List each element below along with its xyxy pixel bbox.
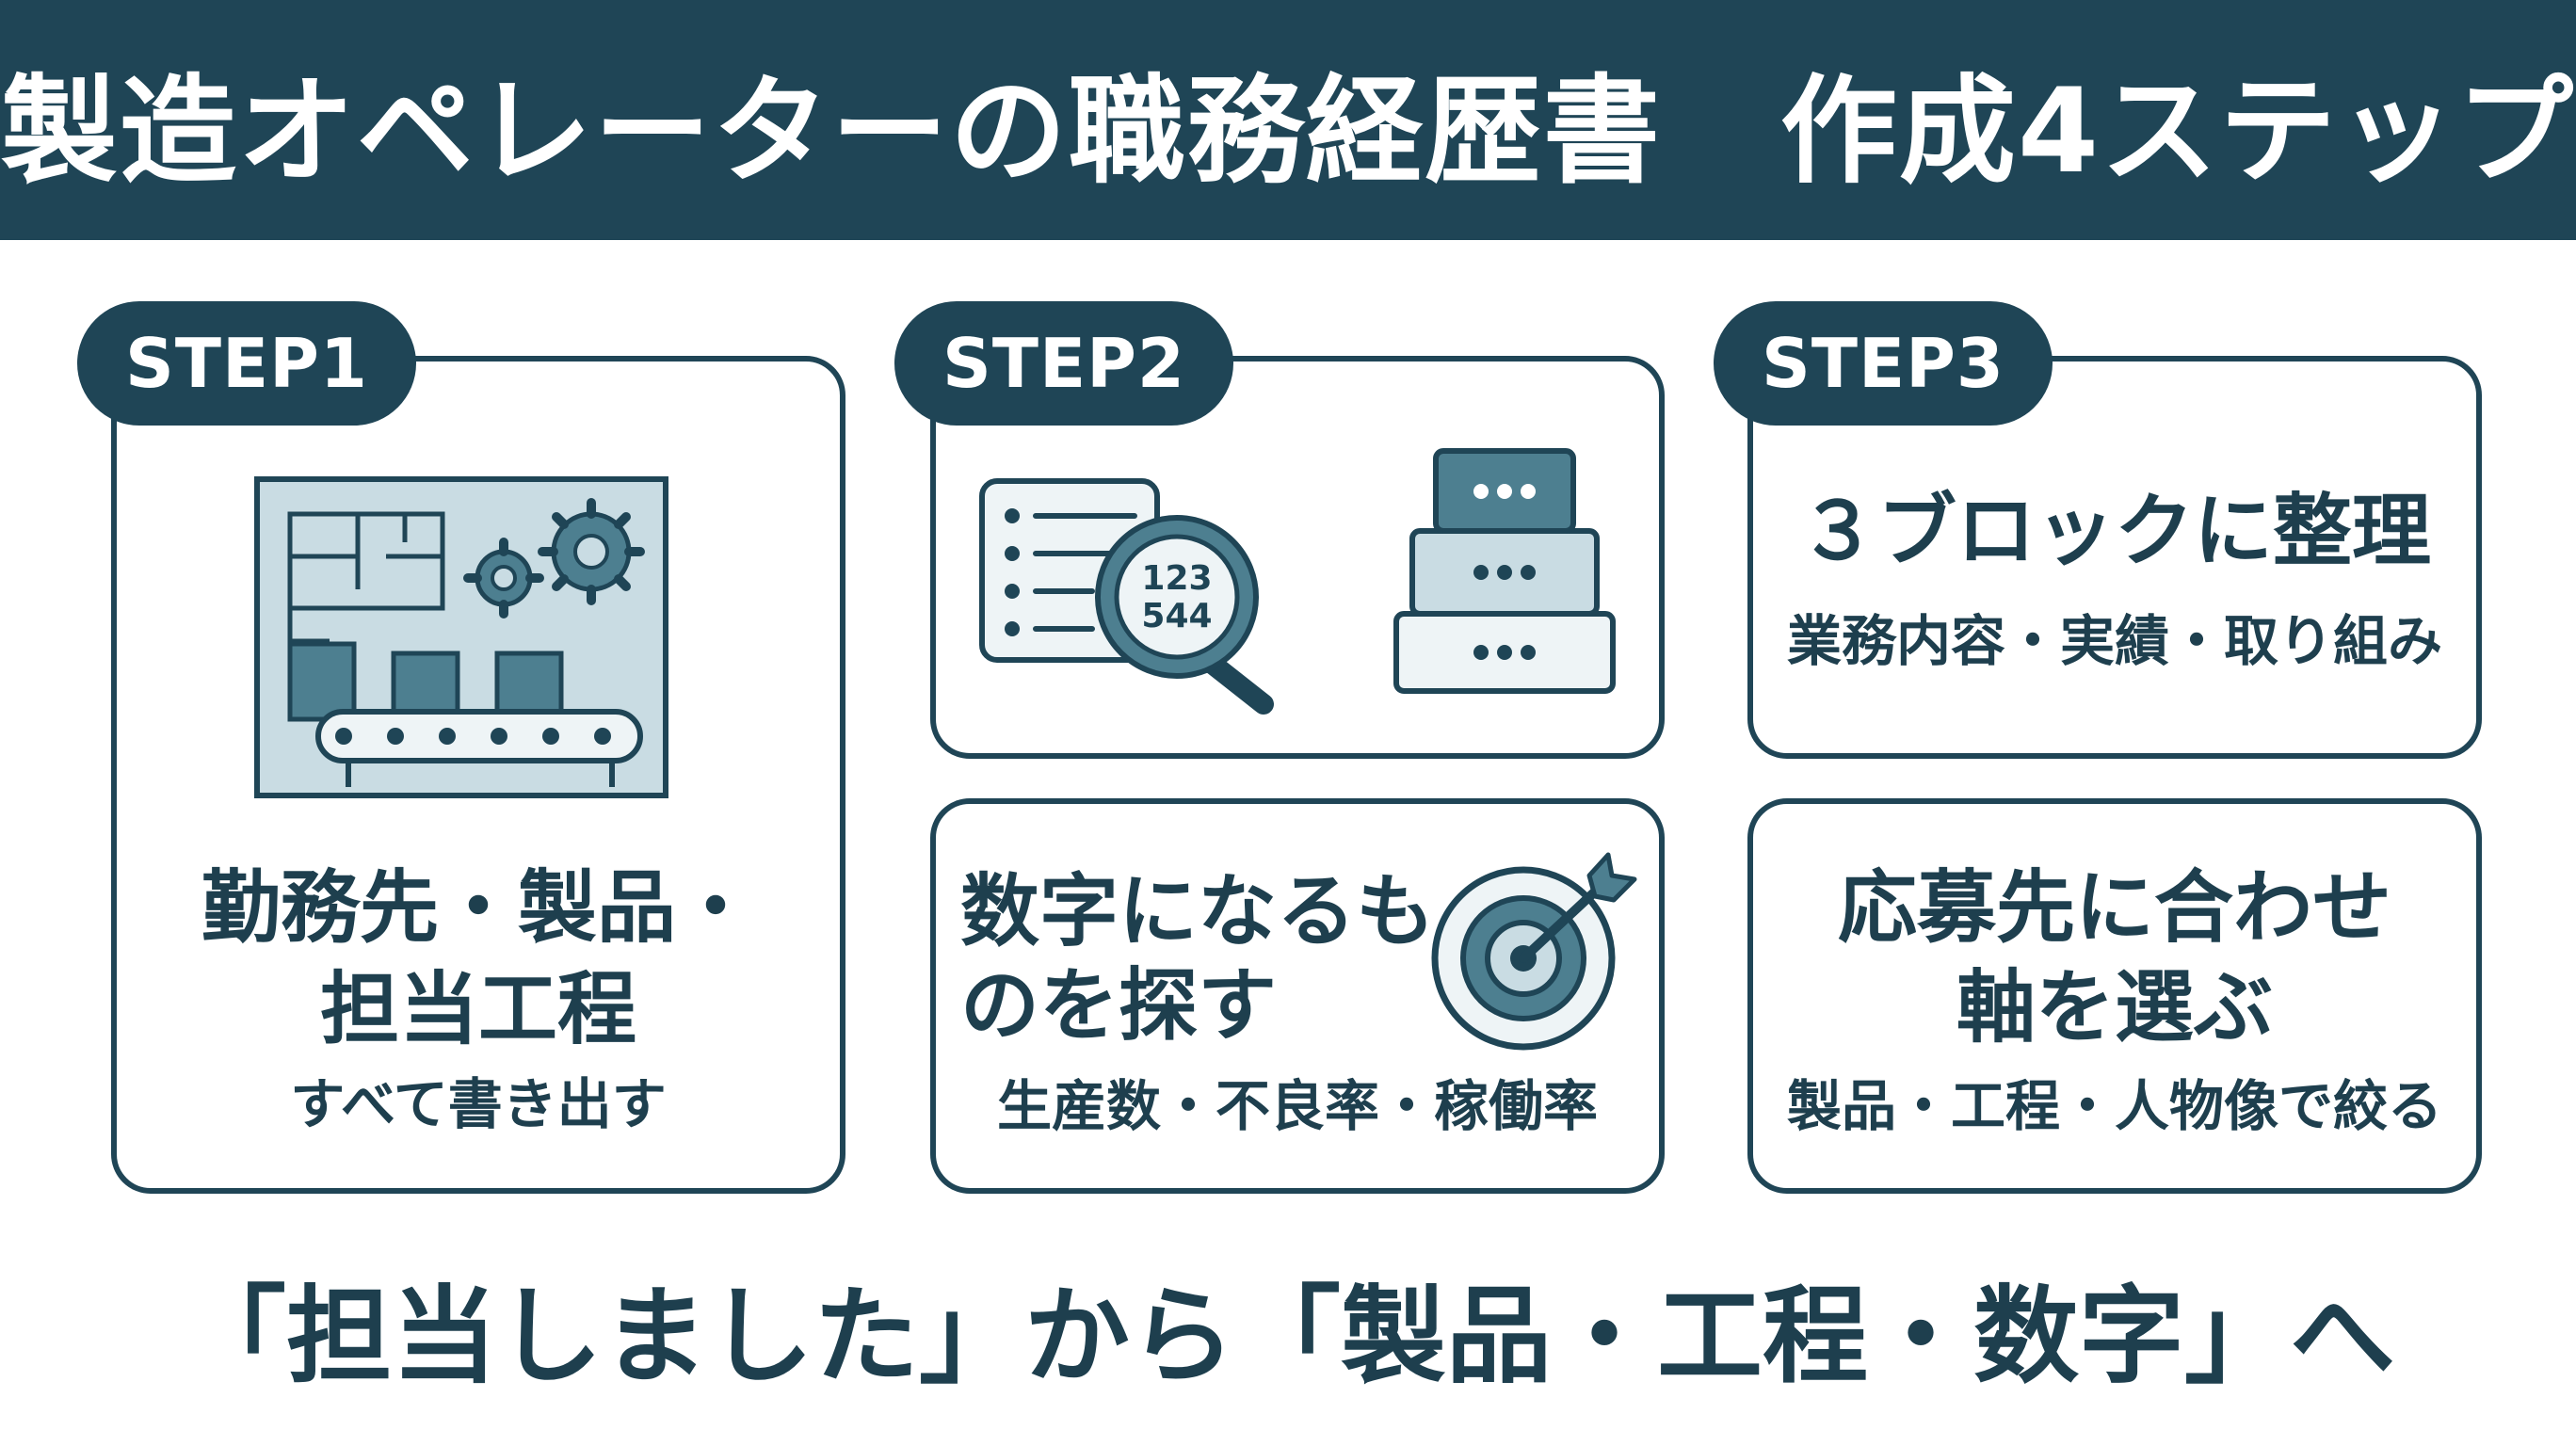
step4-sub: 製品・工程・人物像で絞る xyxy=(1786,1074,2442,1138)
target-arrow-icon xyxy=(1431,852,1637,1051)
step2-badge: STEP2 xyxy=(894,301,1233,426)
step3-sub: 業務内容・実績・取り組み xyxy=(1786,609,2442,673)
step1-sub: すべて書き出す xyxy=(290,1072,667,1136)
magnifier-number-line1: 123 xyxy=(1141,559,1212,598)
step2-heading-line2: のを探す xyxy=(960,959,1278,1052)
step4-card xyxy=(1747,798,2482,1194)
step1-heading-line1: 勤務先・製品・ xyxy=(201,861,755,954)
step1-badge: STEP1 xyxy=(77,301,416,426)
step4-heading-line1: 応募先に合わせ xyxy=(1837,861,2391,954)
stacked-blocks-icon xyxy=(1393,448,1616,694)
footer-message: 「担当しました」から「製品・工程・数字」へ xyxy=(181,1276,2395,1398)
step3-heading: ３ブロックに整理 xyxy=(1797,485,2431,577)
page-title: 製造オペレーターの職務経歴書 作成4ステップ xyxy=(0,0,2576,240)
magnifier-number-line2: 544 xyxy=(1141,597,1212,635)
step1-heading-line2: 担当工程 xyxy=(319,963,636,1055)
step2-heading-line1: 数字になるも xyxy=(960,865,1436,957)
list-magnifier-icon: 123 544 xyxy=(979,478,1274,715)
step3-badge: STEP3 xyxy=(1714,301,2053,426)
step2-sub: 生産数・不良率・稼働率 xyxy=(996,1074,1598,1138)
step4-heading-line2: 軸を選ぶ xyxy=(1956,961,2273,1053)
factory-floor-plan-conveyor-icon xyxy=(254,476,668,798)
